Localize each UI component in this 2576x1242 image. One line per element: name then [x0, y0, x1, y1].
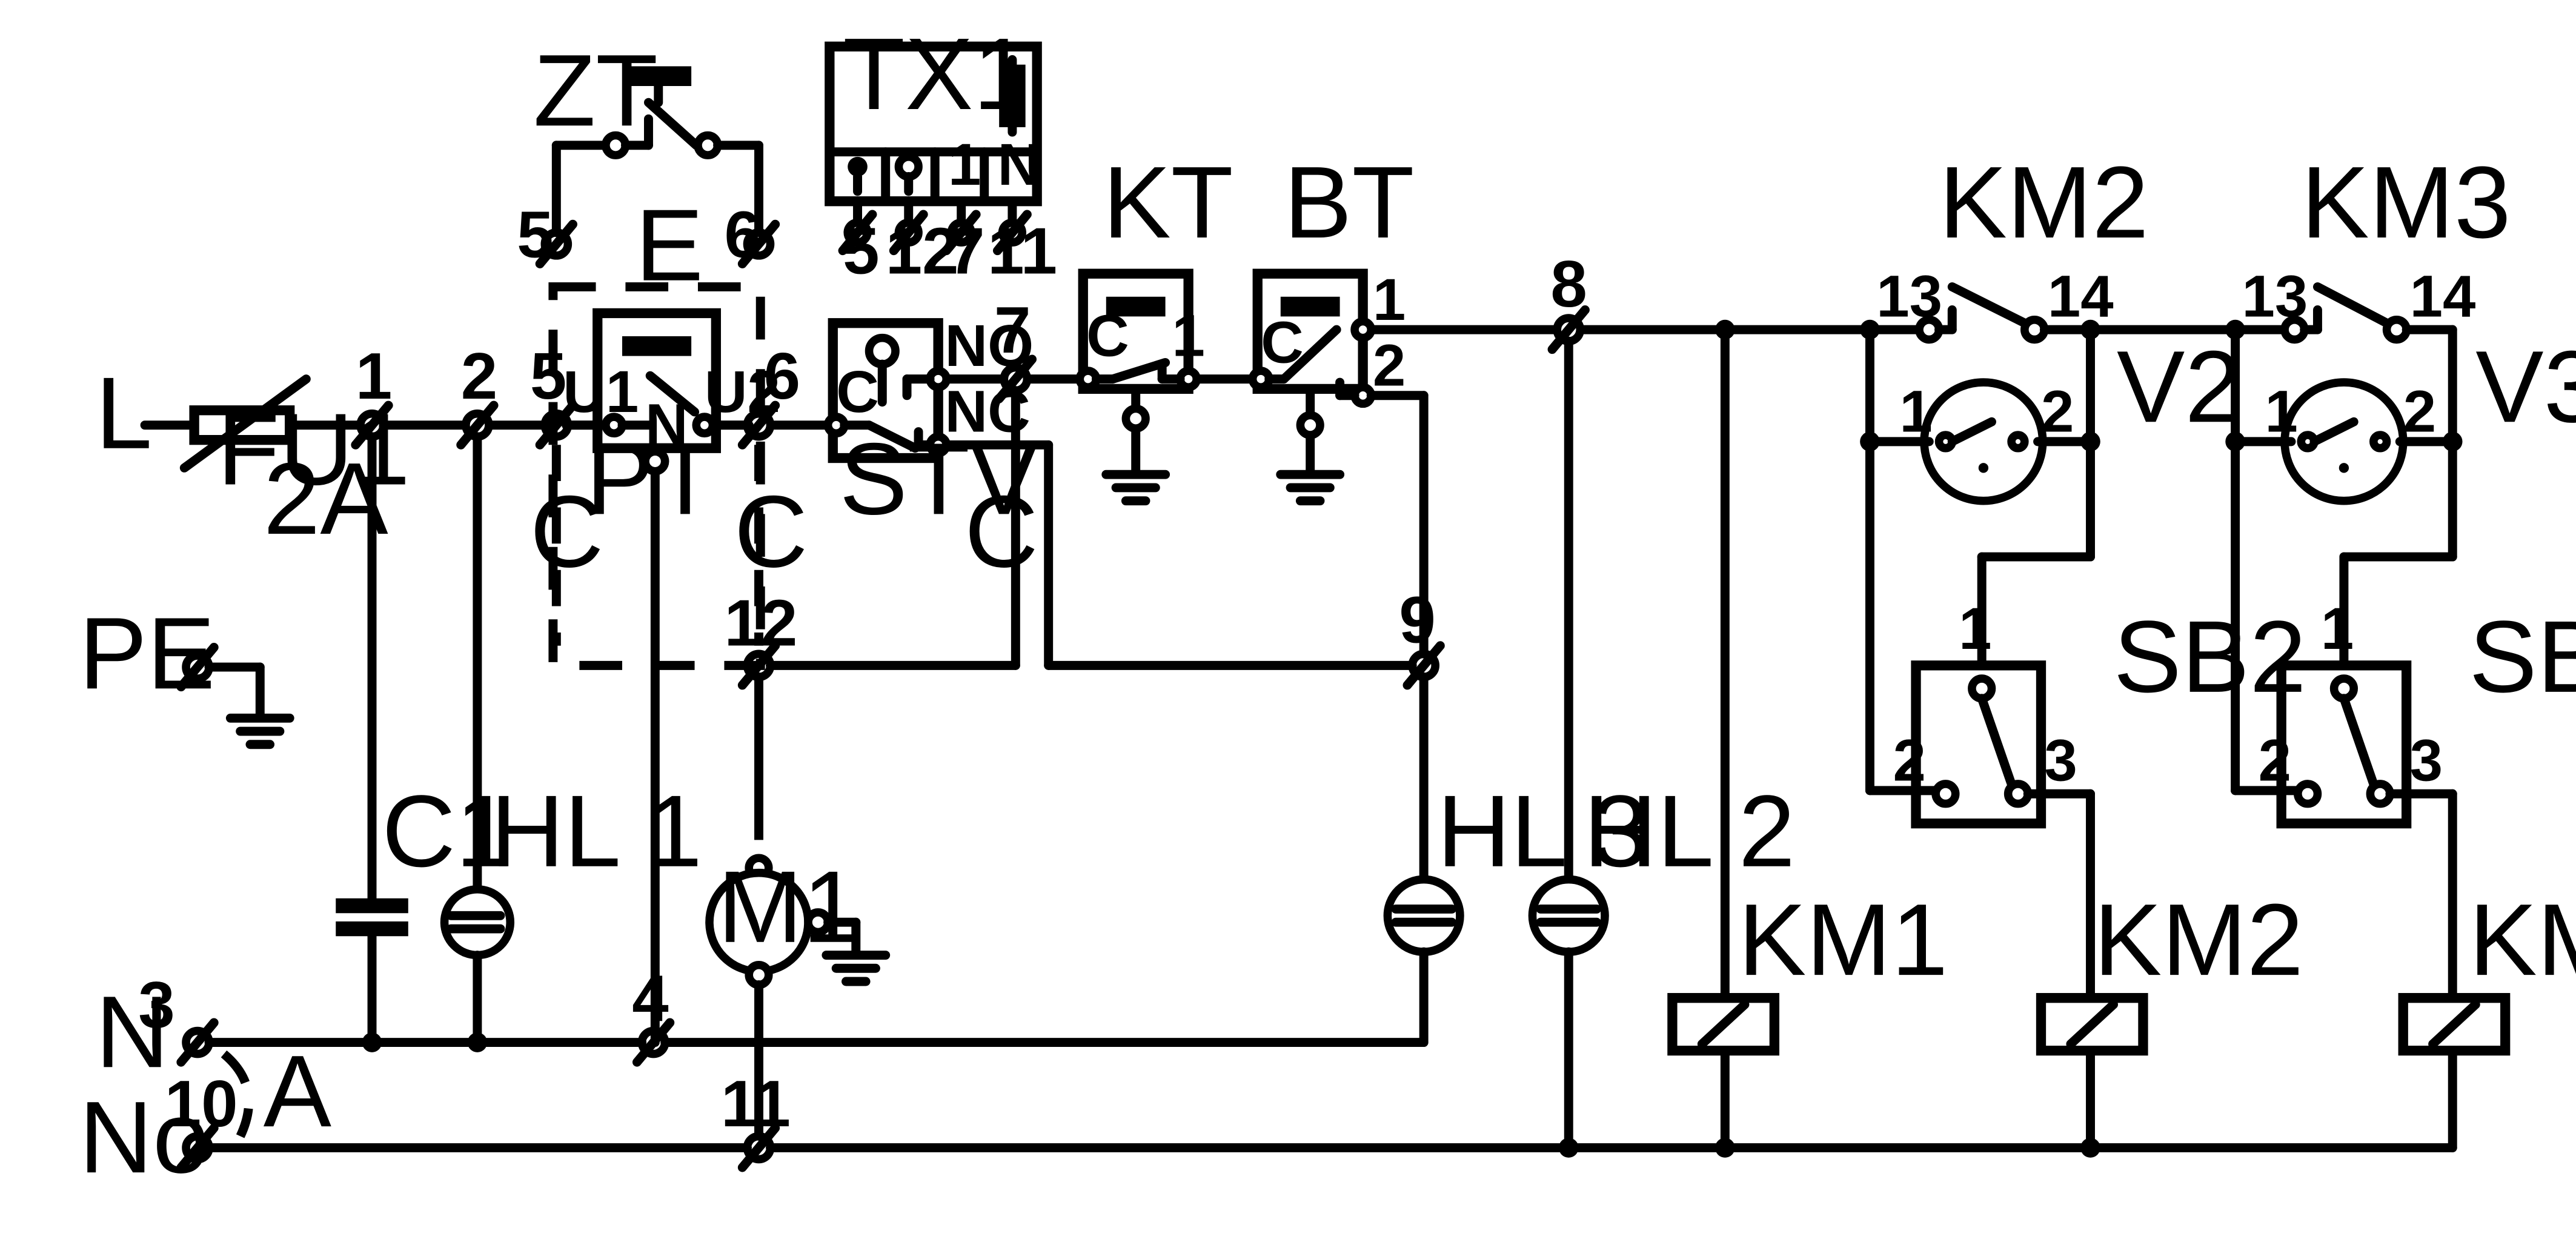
- km3-14: 14: [2410, 262, 2476, 329]
- label-stv: STV: [840, 422, 1038, 536]
- tnum-2: 2: [461, 340, 497, 413]
- terminal-7: [994, 354, 1037, 403]
- label-bt: BT: [1284, 145, 1414, 259]
- label-v2: V2: [2117, 330, 2242, 443]
- label-c-b: C: [734, 474, 808, 588]
- stv-switch: [823, 318, 1417, 670]
- km2-branch: [1860, 282, 2148, 1152]
- tx1-term-n: N: [997, 131, 1040, 198]
- km1-coil: [1667, 319, 1780, 1152]
- label-no: No: [79, 1080, 209, 1194]
- tnum-tx5: 5: [843, 215, 879, 288]
- stv-c: C: [836, 358, 879, 425]
- km3-branch: [2225, 282, 2511, 1152]
- stv-no: NO: [945, 312, 1034, 379]
- tnum-6: 6: [764, 340, 800, 413]
- tnum-tx7: 7: [948, 215, 984, 288]
- v3-2: 2: [2403, 378, 2436, 445]
- tnum-3: 3: [138, 969, 174, 1042]
- sb2-2: 2: [1893, 727, 1925, 794]
- hl2-lamp: [1528, 336, 1609, 1152]
- label-c-stv: C: [964, 474, 1038, 588]
- tx1-module: [825, 41, 1042, 256]
- km3-13: 13: [2242, 262, 2308, 329]
- tnum-10: 10: [165, 1068, 238, 1141]
- pt-u1: U1: [563, 358, 639, 425]
- hl3-lamp: [1383, 672, 1464, 1048]
- label-tx1: TX1: [843, 17, 1030, 131]
- label-c-a: C: [530, 474, 604, 588]
- pt-thermostat: [562, 308, 754, 1048]
- label-km1: KM1: [1738, 883, 1948, 997]
- sb2-3: 3: [2044, 727, 2077, 794]
- label-km2-coil: KM2: [2094, 883, 2303, 997]
- tnum-5: 5: [530, 340, 566, 413]
- label-sb2: SB2: [2114, 600, 2306, 714]
- pe-earth: [204, 662, 294, 749]
- pt-n: N: [645, 391, 688, 457]
- km2-13: 13: [1876, 262, 1942, 329]
- label-zt: ZT: [533, 33, 658, 147]
- tnum-9: 9: [1399, 583, 1435, 657]
- sb2-1: 1: [1959, 595, 1991, 662]
- sb3-3: 3: [2410, 727, 2443, 794]
- label-km2: KM2: [1939, 145, 2149, 259]
- terminal-6: [737, 400, 780, 450]
- n-rail: [204, 1032, 1429, 1052]
- c1-capacitor: [336, 432, 408, 1048]
- tnum-7: 7: [994, 294, 1031, 367]
- label-hl3: HL 3: [1437, 774, 1649, 888]
- stv-nc: NC: [945, 378, 1031, 445]
- kt-thermostat: [1075, 268, 1201, 506]
- tnum-12: 12: [724, 587, 797, 660]
- v2-2: 2: [2041, 378, 2074, 445]
- link-a: [221, 1050, 254, 1138]
- terminal-2: [456, 400, 499, 450]
- labels: L PE N No FU1 2A ZT TX1 E PT STV KT BT K…: [79, 17, 2576, 1194]
- tnum-4: 4: [632, 962, 668, 1035]
- sb3-1: 1: [2321, 595, 2354, 662]
- label-c1: C1: [382, 774, 512, 888]
- label-l: L: [96, 356, 153, 470]
- tnum-zt6: 6: [724, 199, 760, 272]
- tnum-1: 1: [356, 340, 392, 413]
- label-km3: KM3: [2301, 145, 2511, 259]
- label-hl2: HL 2: [1584, 774, 1796, 888]
- km2-14: 14: [2048, 262, 2114, 329]
- label-a: A: [264, 1034, 332, 1148]
- label-sb3: SB3: [2469, 600, 2576, 714]
- tnum-8: 8: [1550, 248, 1587, 321]
- label-kt: KT: [1103, 145, 1233, 259]
- tx1-term-1: 1: [948, 131, 981, 198]
- v3-1: 1: [2265, 378, 2297, 445]
- bt-1: 1: [1373, 266, 1406, 333]
- sb3-2: 2: [2259, 727, 2291, 794]
- label-hl1: HL 1: [491, 774, 703, 888]
- zt-safety-thermostat: [551, 66, 763, 237]
- label-km3-coil: KM3: [2469, 883, 2576, 997]
- bt-thermostat: [1248, 268, 1429, 659]
- label-fu1: FU1: [217, 392, 410, 506]
- no-rail: [204, 1138, 2457, 1158]
- label-v3: V3: [2475, 330, 2576, 443]
- kt-1: 1: [1172, 302, 1204, 369]
- tnum-tx12: 12: [886, 215, 959, 288]
- tnum-zt5: 5: [517, 199, 553, 272]
- label-e: E: [636, 188, 703, 302]
- v2-1: 1: [1899, 378, 1932, 445]
- m1-motor: [705, 672, 891, 1141]
- tnum-tx11: 11: [988, 215, 1057, 288]
- label-n: N: [96, 975, 170, 1089]
- label-m1: M1: [718, 850, 860, 964]
- tnum-11: 11: [721, 1068, 791, 1141]
- label-pt: PT: [586, 422, 716, 536]
- label-fu1-rating: 2A: [264, 442, 389, 556]
- hl1-lamp: [440, 432, 515, 1048]
- pt-u2: U2: [705, 358, 780, 425]
- kt-c: C: [1086, 302, 1129, 369]
- bt-c: C: [1261, 308, 1304, 375]
- bt-2: 2: [1373, 331, 1406, 398]
- label-pe: PE: [79, 596, 215, 710]
